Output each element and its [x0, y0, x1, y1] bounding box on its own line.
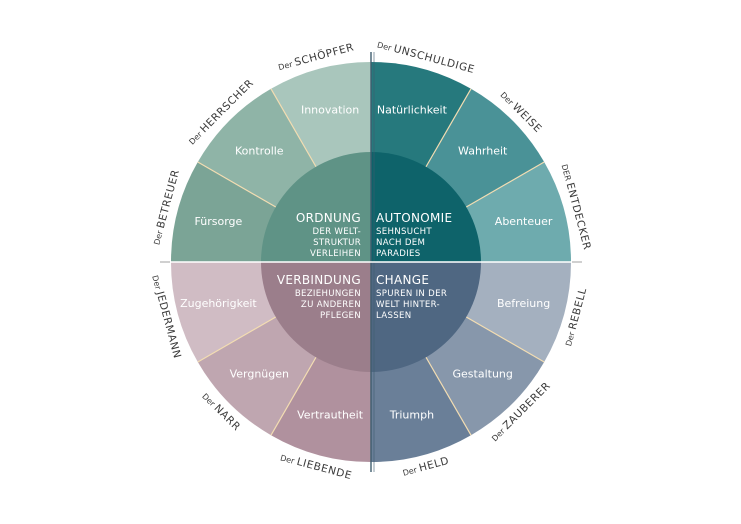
- segment-separators: [197, 88, 545, 436]
- segment-label: Wahrheit: [458, 144, 508, 157]
- segment-label: Vergnügen: [230, 368, 289, 381]
- segment-label: Vertrautheit: [297, 409, 364, 422]
- separator-line: [197, 161, 278, 209]
- quadrant-title: CHANGE: [376, 273, 429, 287]
- separator-line: [464, 161, 545, 209]
- separator-line: [197, 315, 278, 363]
- quadrant-axes: [160, 52, 582, 472]
- archetype-prefix: DER: [560, 163, 574, 184]
- quadrant-subtitle-line: NACH DEM: [376, 238, 425, 248]
- segment-label: Fürsorge: [195, 215, 243, 228]
- segment-label: Natürlichkeit: [377, 103, 448, 116]
- quadrant-center-ordnung: [261, 152, 371, 262]
- quadrant-subtitle-line: SPUREN IN DER: [376, 289, 447, 299]
- segment-label: Zugehörigkeit: [180, 297, 257, 310]
- quadrant-center-verbindung: [261, 262, 371, 372]
- separator-line: [270, 88, 318, 169]
- archetype-prefix: Der: [279, 453, 298, 466]
- quadrant-subtitle-line: ZU ANDEREN: [301, 300, 361, 310]
- archetype-prefix: Der: [402, 464, 421, 477]
- quadrant-title: AUTONOMIE: [376, 211, 452, 225]
- quadrant-subtitle-line: BEZIEHUNGEN: [295, 289, 361, 299]
- archetype-prefix: Der: [152, 227, 165, 246]
- segment-label: Befreiung: [497, 297, 550, 310]
- quadrant-subtitle-line: WELT HINTER-: [376, 300, 440, 310]
- quadrant-center-autonomie: [371, 152, 481, 262]
- quadrant-subtitle-line: SEHNSUCHT: [376, 227, 432, 237]
- quadrant-subtitle-line: DER WELT-: [312, 227, 361, 237]
- separator-line: [424, 88, 472, 169]
- quadrant-title: ORDNUNG: [296, 211, 361, 225]
- archetype-prefix: Der: [151, 274, 164, 293]
- quadrant-center-change: [371, 262, 481, 372]
- segment-labels: Fürsorge Kontrolle Innovation Natürlichkeit…: [180, 103, 553, 421]
- quadrant-subtitle-line: PARADIES: [376, 249, 420, 259]
- separator-line: [270, 355, 318, 436]
- segment-label: Triumph: [389, 409, 434, 422]
- quadrant-subtitle-line: STRUKTUR: [313, 238, 361, 248]
- archetype-name: REBELL: [567, 286, 590, 331]
- archetype-name: HELD: [418, 455, 451, 475]
- segment-label: Abenteuer: [495, 215, 553, 228]
- segment-label: Innovation: [301, 103, 359, 116]
- segment-label: Kontrolle: [235, 144, 284, 157]
- quadrant-title: VERBINDUNG: [277, 273, 361, 287]
- quadrant-subtitle-line: LASSEN: [376, 311, 411, 321]
- separator-line: [424, 355, 472, 436]
- segment-label: Gestaltung: [453, 368, 513, 381]
- quadrant-subtitle-line: VERLEIHEN: [310, 249, 361, 259]
- inner-ring: [261, 152, 481, 372]
- archetype-prefix: Der: [564, 328, 577, 347]
- archetype-prefix: Der: [376, 40, 395, 53]
- quadrant-subtitle-line: PFLEGEN: [320, 311, 361, 321]
- archetype-prefix: Der: [277, 59, 296, 72]
- separator-line: [464, 315, 545, 363]
